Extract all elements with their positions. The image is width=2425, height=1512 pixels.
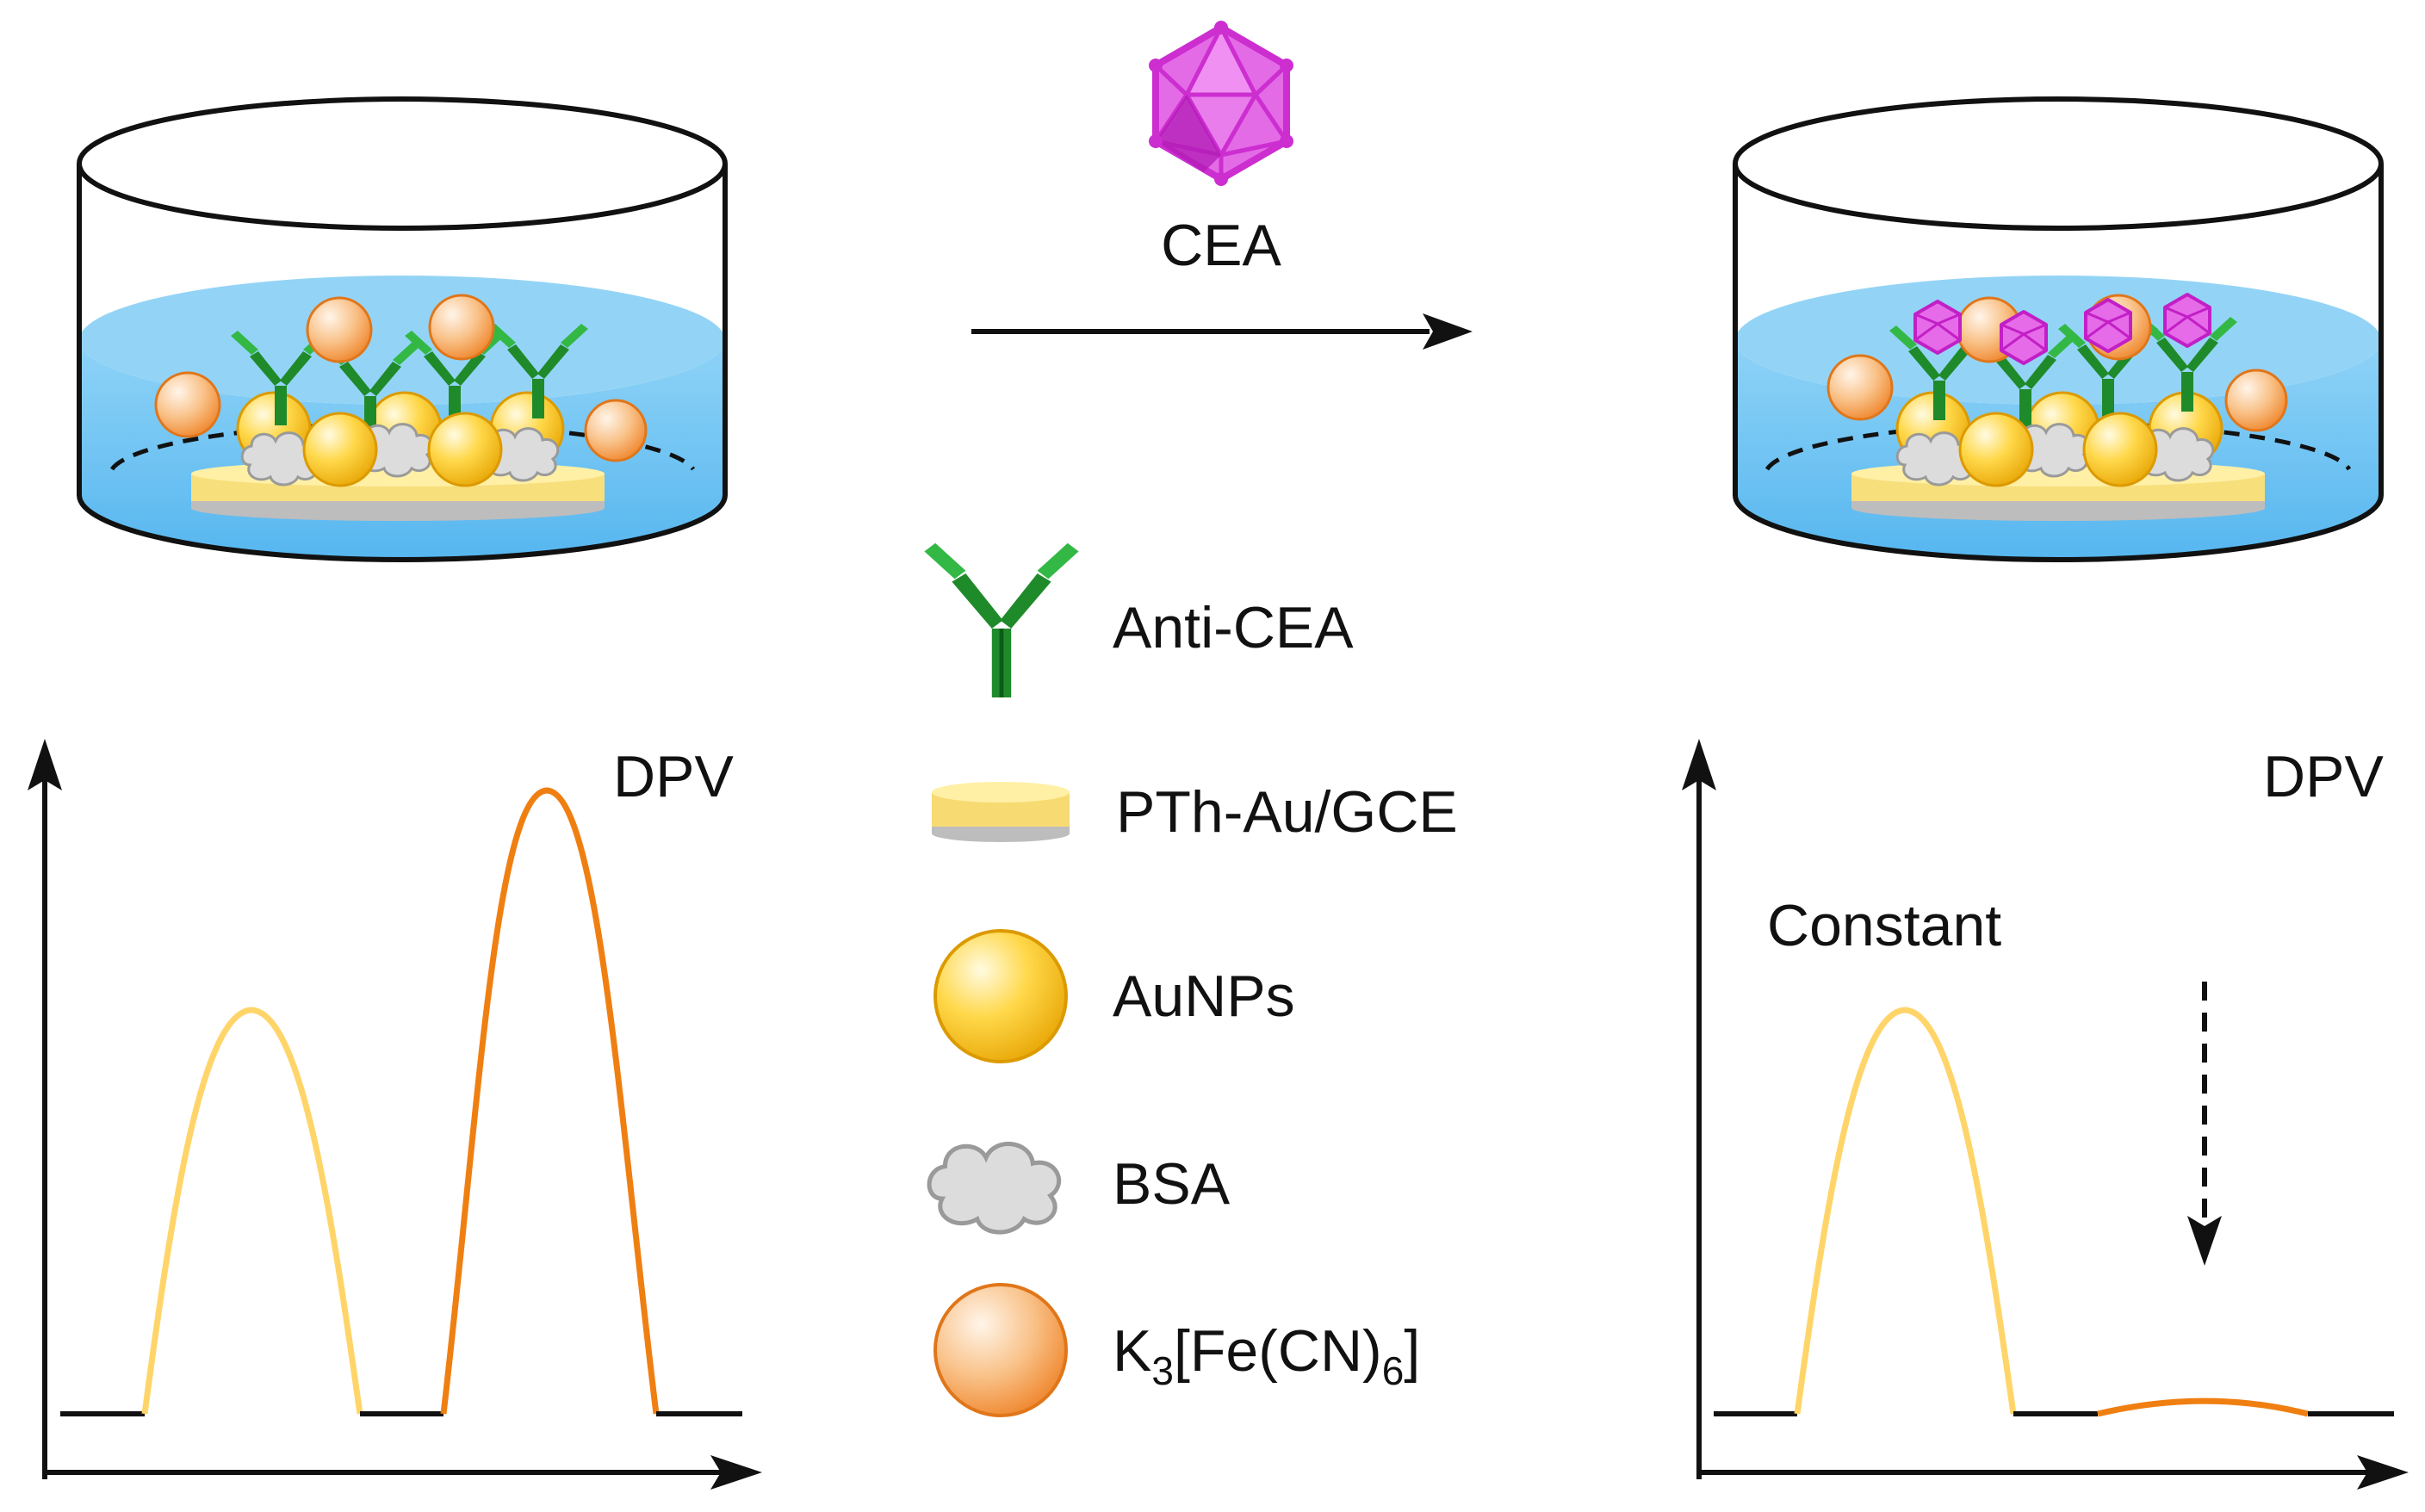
antibody-icon [924, 542, 1079, 697]
legend-label-ferricyanide: K3[Fe(CN)6] [1113, 1318, 1420, 1393]
dpv-peak-after-ferricyanide [2097, 1397, 2309, 1417]
dpv-peak-after-electrode [1794, 1007, 2017, 1415]
constant-annotation: Constant [1767, 893, 2001, 958]
legend-label-anti-cea: Anti-CEA [1113, 595, 1354, 660]
dish-before [77, 96, 728, 562]
decrease-arrow [2187, 982, 2222, 1266]
dpv-plot-left: DPV [28, 739, 762, 1490]
legend-label-aunps: AuNPs [1113, 964, 1295, 1029]
reaction-arrow [971, 313, 1473, 350]
dish-after [1733, 96, 2384, 562]
legend-label-bsa: BSA [1113, 1151, 1231, 1217]
cea-antigen-icon [1149, 21, 1293, 186]
bsa-cloud-icon [927, 1142, 1062, 1235]
legend: Anti-CEA PTh-Au/GCE AuNPs BSA K3[Fe(CN)6… [924, 542, 1458, 1417]
plot-title: DPV [613, 744, 734, 809]
gold-nanoparticle-icon [933, 929, 1068, 1063]
electrode-disc-icon [932, 782, 1070, 842]
ferricyanide-sphere-icon [933, 1283, 1068, 1417]
dpv-plot-right: DPV Constant [1682, 739, 2409, 1490]
dpv-peak-before-ferricyanide [440, 787, 660, 1415]
cea-label: CEA [1161, 213, 1281, 278]
plot-title: DPV [2263, 744, 2384, 809]
legend-label-electrode: PTh-Au/GCE [1116, 779, 1458, 845]
dpv-peak-before-electrode [141, 1007, 363, 1415]
